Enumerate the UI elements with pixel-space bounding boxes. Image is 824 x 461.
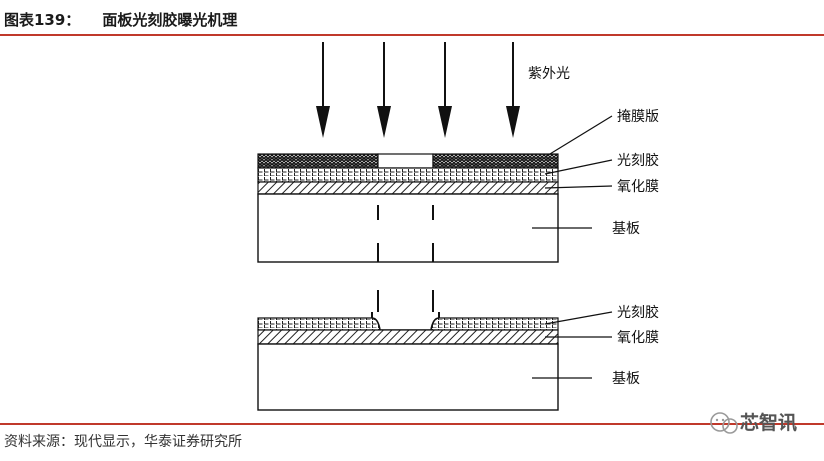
figure-caption: 面板光刻胶曝光机理: [102, 11, 238, 29]
bottom-stack: [257, 312, 559, 411]
bottom-rule: [0, 423, 824, 425]
figure-title: 图表139： 面板光刻胶曝光机理: [4, 9, 237, 30]
uv-arrow: [438, 42, 452, 138]
photoresist-right: [430, 317, 559, 331]
watermark-label: 芯智讯: [740, 412, 798, 434]
leader-lines: [532, 115, 613, 379]
mask-label: 掩膜版: [617, 109, 659, 125]
figure-number: 图表139：: [4, 11, 81, 29]
oxide-layer-bottom: [257, 329, 559, 345]
oxide-label-bottom: 氧化膜: [617, 330, 659, 346]
photoresist-left: [257, 317, 381, 331]
top-rule: [0, 34, 824, 36]
photoresist-layer: [257, 167, 559, 183]
uv-arrows: [316, 42, 520, 138]
oxide-label: 氧化膜: [617, 179, 659, 195]
top-stack: [257, 153, 559, 263]
uv-arrow: [506, 42, 520, 138]
uv-arrow: [316, 42, 330, 138]
mask-right: [432, 153, 559, 169]
uv-label: 紫外光: [528, 66, 570, 82]
oxide-layer: [257, 181, 559, 195]
uv-arrow: [377, 42, 391, 138]
photoresist-label: 光刻胶: [617, 152, 659, 169]
figure-header: 图表139： 面板光刻胶曝光机理: [0, 0, 824, 40]
substrate-bottom: [257, 343, 559, 411]
substrate-label: 基板: [612, 220, 640, 237]
substrate-label-bottom: 基板: [612, 370, 640, 387]
substrate: [257, 193, 559, 263]
source-note: 资料来源：现代显示，华泰证券研究所: [4, 434, 242, 450]
photoresist-label-bottom: 光刻胶: [617, 304, 659, 321]
wechat-icon: [710, 412, 738, 434]
mask-opening: [377, 153, 434, 169]
mask-left: [257, 153, 379, 169]
projection-lines: [377, 205, 434, 312]
